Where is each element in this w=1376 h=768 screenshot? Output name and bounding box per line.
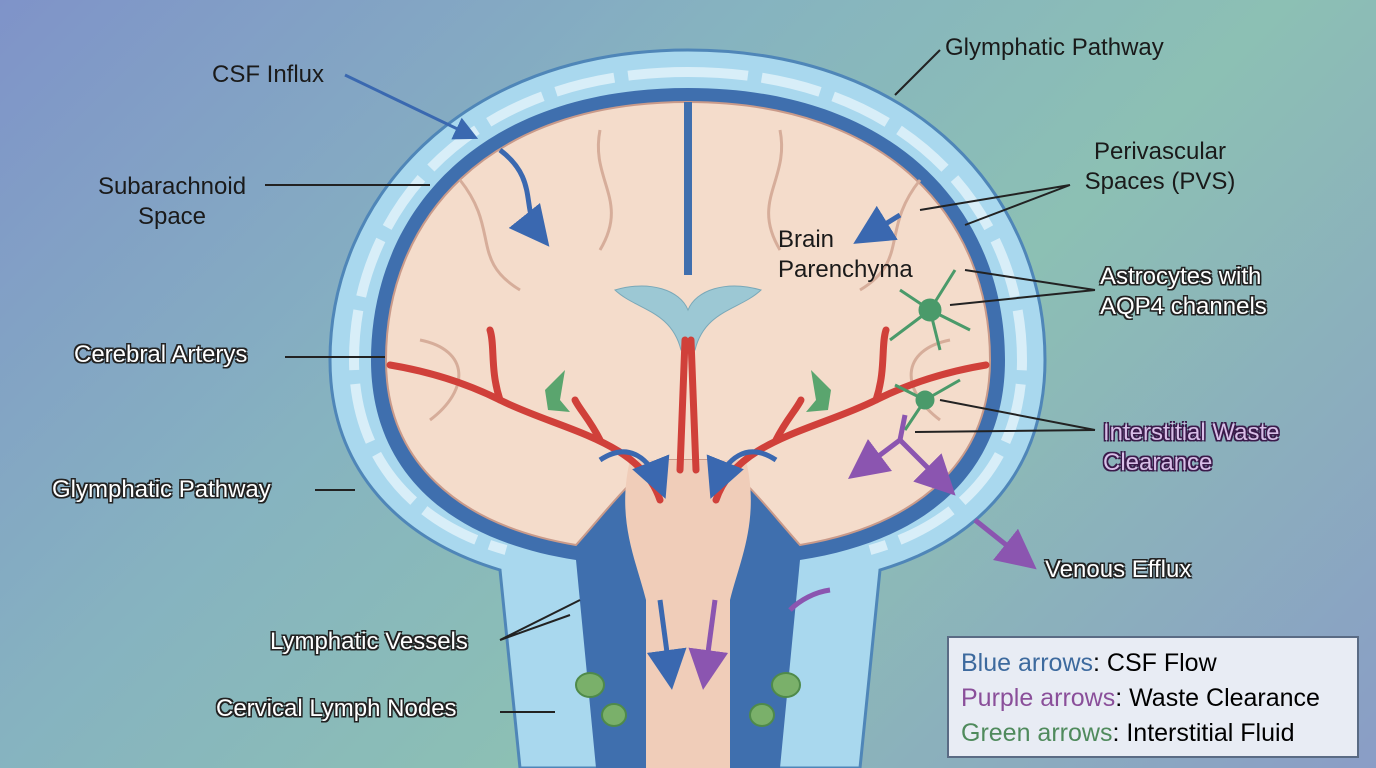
waste-clearance-arrows [688,414,1037,690]
label-line: Parenchyma [778,256,913,283]
legend-key: Green arrows [961,719,1113,747]
label-line: Subarachnoid [97,173,247,200]
cervical-lymph-nodes [575,672,801,727]
label-line: Spaces (PVS) [1084,168,1236,195]
label-lymphatic-vessels: Lymphatic Vessels [270,628,468,655]
label-csf-influx: CSF Influx [212,61,325,88]
legend-value: Interstitial Fluid [1126,719,1295,747]
astrocytes [889,269,971,431]
legend: Blue arrows: CSF Flow Purple arrows: Was… [947,636,1359,758]
label-venous-efflux: Venous Efflux [1045,556,1192,583]
label-line: Perivascular [1093,138,1227,165]
legend-item-purple: Purple arrows: Waste Clearance [961,684,1320,712]
interstitial-fluid-arrows [545,370,831,412]
label-line: Space [137,203,207,230]
label-line: Interstitial Waste [1103,419,1280,446]
label-line: AQP4 channels [1100,293,1267,320]
label-cerebral-arterys: Cerebral Arterys [74,341,248,368]
label-line: Clearance [1103,449,1213,476]
label-line: Astrocytes with [1100,263,1262,290]
legend-key: Purple arrows [961,684,1116,712]
legend-value: Waste Clearance [1129,684,1320,712]
legend-value: CSF Flow [1106,649,1217,677]
legend-item-blue: Blue arrows: CSF Flow [961,649,1217,677]
label-glymphatic-pathway-left: Glymphatic Pathway [52,476,271,503]
leader-lines [265,49,1096,713]
brainstem [625,460,751,768]
csf-flow-arrows [498,148,902,690]
csf-influx-arrow [344,73,479,140]
ventricles [614,285,762,351]
legend-item-green: Green arrows: Interstitial Fluid [961,719,1295,747]
label-cervical-lymph-nodes: Cervical Lymph Nodes [216,695,457,722]
legend-key: Blue arrows [961,649,1093,677]
label-line: Brain [778,226,835,253]
label-glymphatic-pathway-top: Glymphatic Pathway [945,34,1164,61]
